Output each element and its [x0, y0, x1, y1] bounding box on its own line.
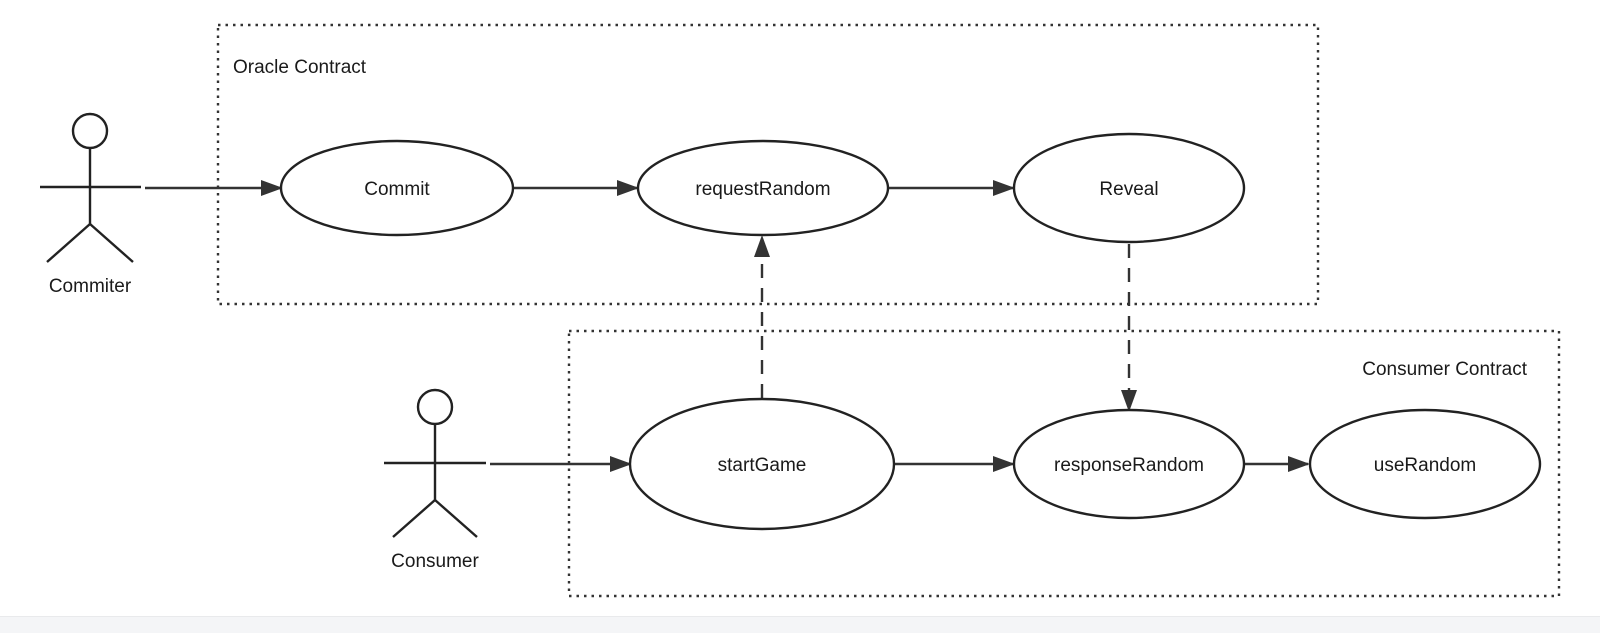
usecase-userandom[interactable]: useRandom: [1308, 408, 1542, 520]
usecase-responserandom-label: responseRandom: [1054, 455, 1204, 476]
usecase-reveal[interactable]: Reveal: [1012, 132, 1246, 244]
stick-figure-icon: [40, 112, 141, 263]
stick-figure-icon: [384, 388, 486, 538]
usecase-requestrandom[interactable]: requestRandom: [636, 139, 890, 237]
oracle-contract-boundary: Oracle Contract: [216, 23, 1320, 306]
actor-commiter[interactable]: Commiter: [40, 112, 141, 297]
usecase-reveal-label: Reveal: [1099, 179, 1158, 200]
usecase-userandom-label: useRandom: [1374, 455, 1476, 476]
usecase-requestrandom-label: requestRandom: [695, 179, 830, 200]
usecase-responserandom[interactable]: responseRandom: [1012, 408, 1246, 520]
usecase-startgame[interactable]: startGame: [628, 397, 896, 531]
canvas-bottom-strip: [0, 616, 1600, 633]
consumer-contract-label: Consumer Contract: [1362, 359, 1527, 380]
connections: [145, 180, 1310, 472]
usecase-commit[interactable]: Commit: [279, 139, 515, 237]
usecase-commit-label: Commit: [364, 179, 430, 200]
usecase-startgame-label: startGame: [718, 455, 807, 476]
oracle-contract-label: Oracle Contract: [233, 57, 367, 78]
actor-consumer[interactable]: Consumer: [384, 388, 486, 572]
actor-commiter-label: Commiter: [49, 276, 132, 297]
actor-consumer-label: Consumer: [391, 551, 479, 572]
